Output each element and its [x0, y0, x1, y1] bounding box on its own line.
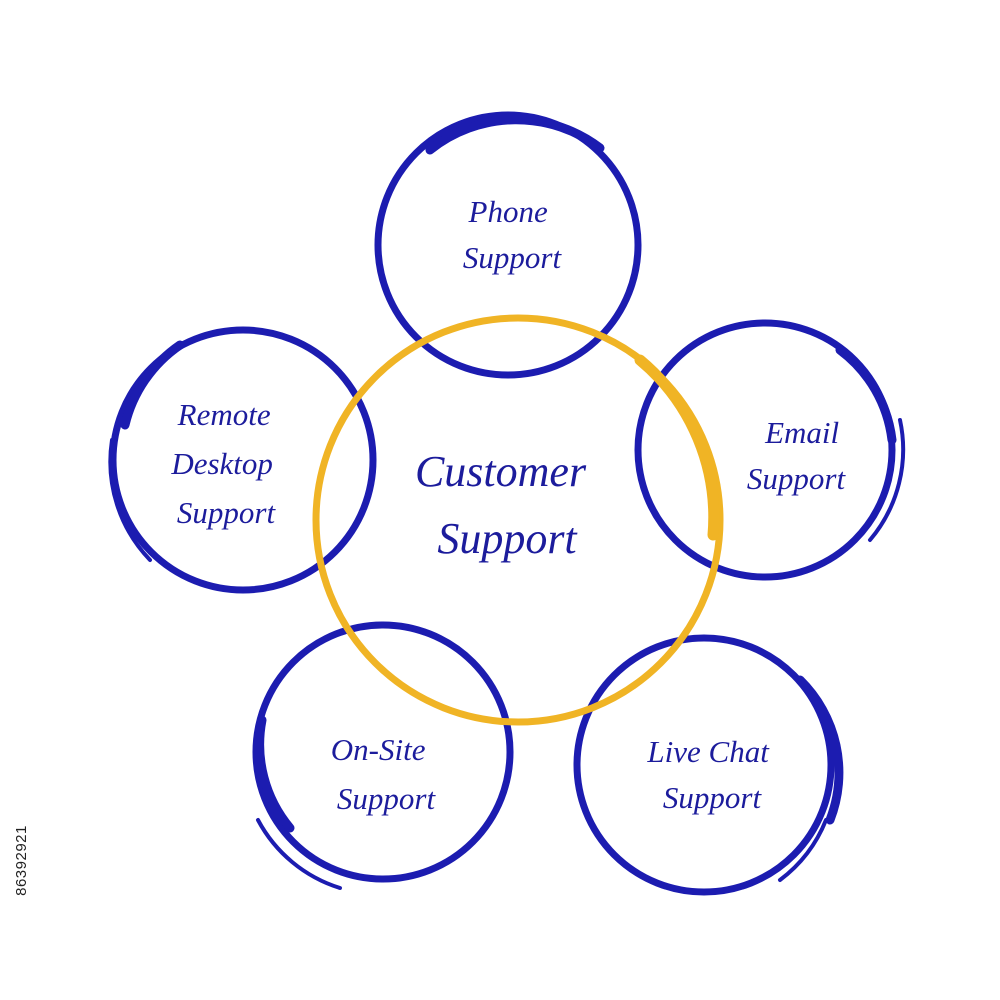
live-chat-label: Live Chat Support: [646, 734, 776, 815]
live-chat-ring: [573, 634, 835, 896]
stock-id-text: 86392921: [12, 824, 30, 896]
node-on-site: On-Site Support: [252, 621, 514, 890]
remote-desktop-ring: [109, 326, 377, 594]
email-ring: [634, 319, 896, 581]
live-chat-ring-tail: [778, 818, 828, 882]
node-phone: Phone Support: [374, 111, 642, 379]
remote-desktop-label: Remote Desktop Support: [170, 397, 280, 530]
email-ring-overstroke: [835, 345, 897, 445]
on-site-ring-overstroke: [255, 715, 295, 833]
node-center: Customer Support: [312, 314, 724, 726]
node-live-chat: Live Chat Support: [573, 634, 844, 896]
node-email: Email Support: [634, 319, 906, 581]
on-site-label: On-Site Support: [331, 732, 437, 816]
phone-ring: [374, 111, 642, 379]
remote-desktop-ring-overstroke: [120, 340, 185, 430]
center-label: Customer Support: [415, 447, 597, 563]
email-ring-tail: [868, 418, 906, 542]
remote-desktop-ring-tail: [108, 438, 152, 562]
stock-id-watermark: 86392921: [4, 770, 38, 950]
on-site-ring-tail: [256, 818, 342, 890]
node-remote-desktop: Remote Desktop Support: [108, 326, 377, 594]
center-ring: [312, 314, 724, 726]
phone-ring-overstroke: [425, 115, 605, 155]
phone-label: Phone Support: [463, 194, 563, 275]
center-ring-overstroke: [634, 354, 720, 541]
live-chat-ring-overstroke: [795, 675, 844, 825]
email-label: Email Support: [747, 415, 847, 496]
